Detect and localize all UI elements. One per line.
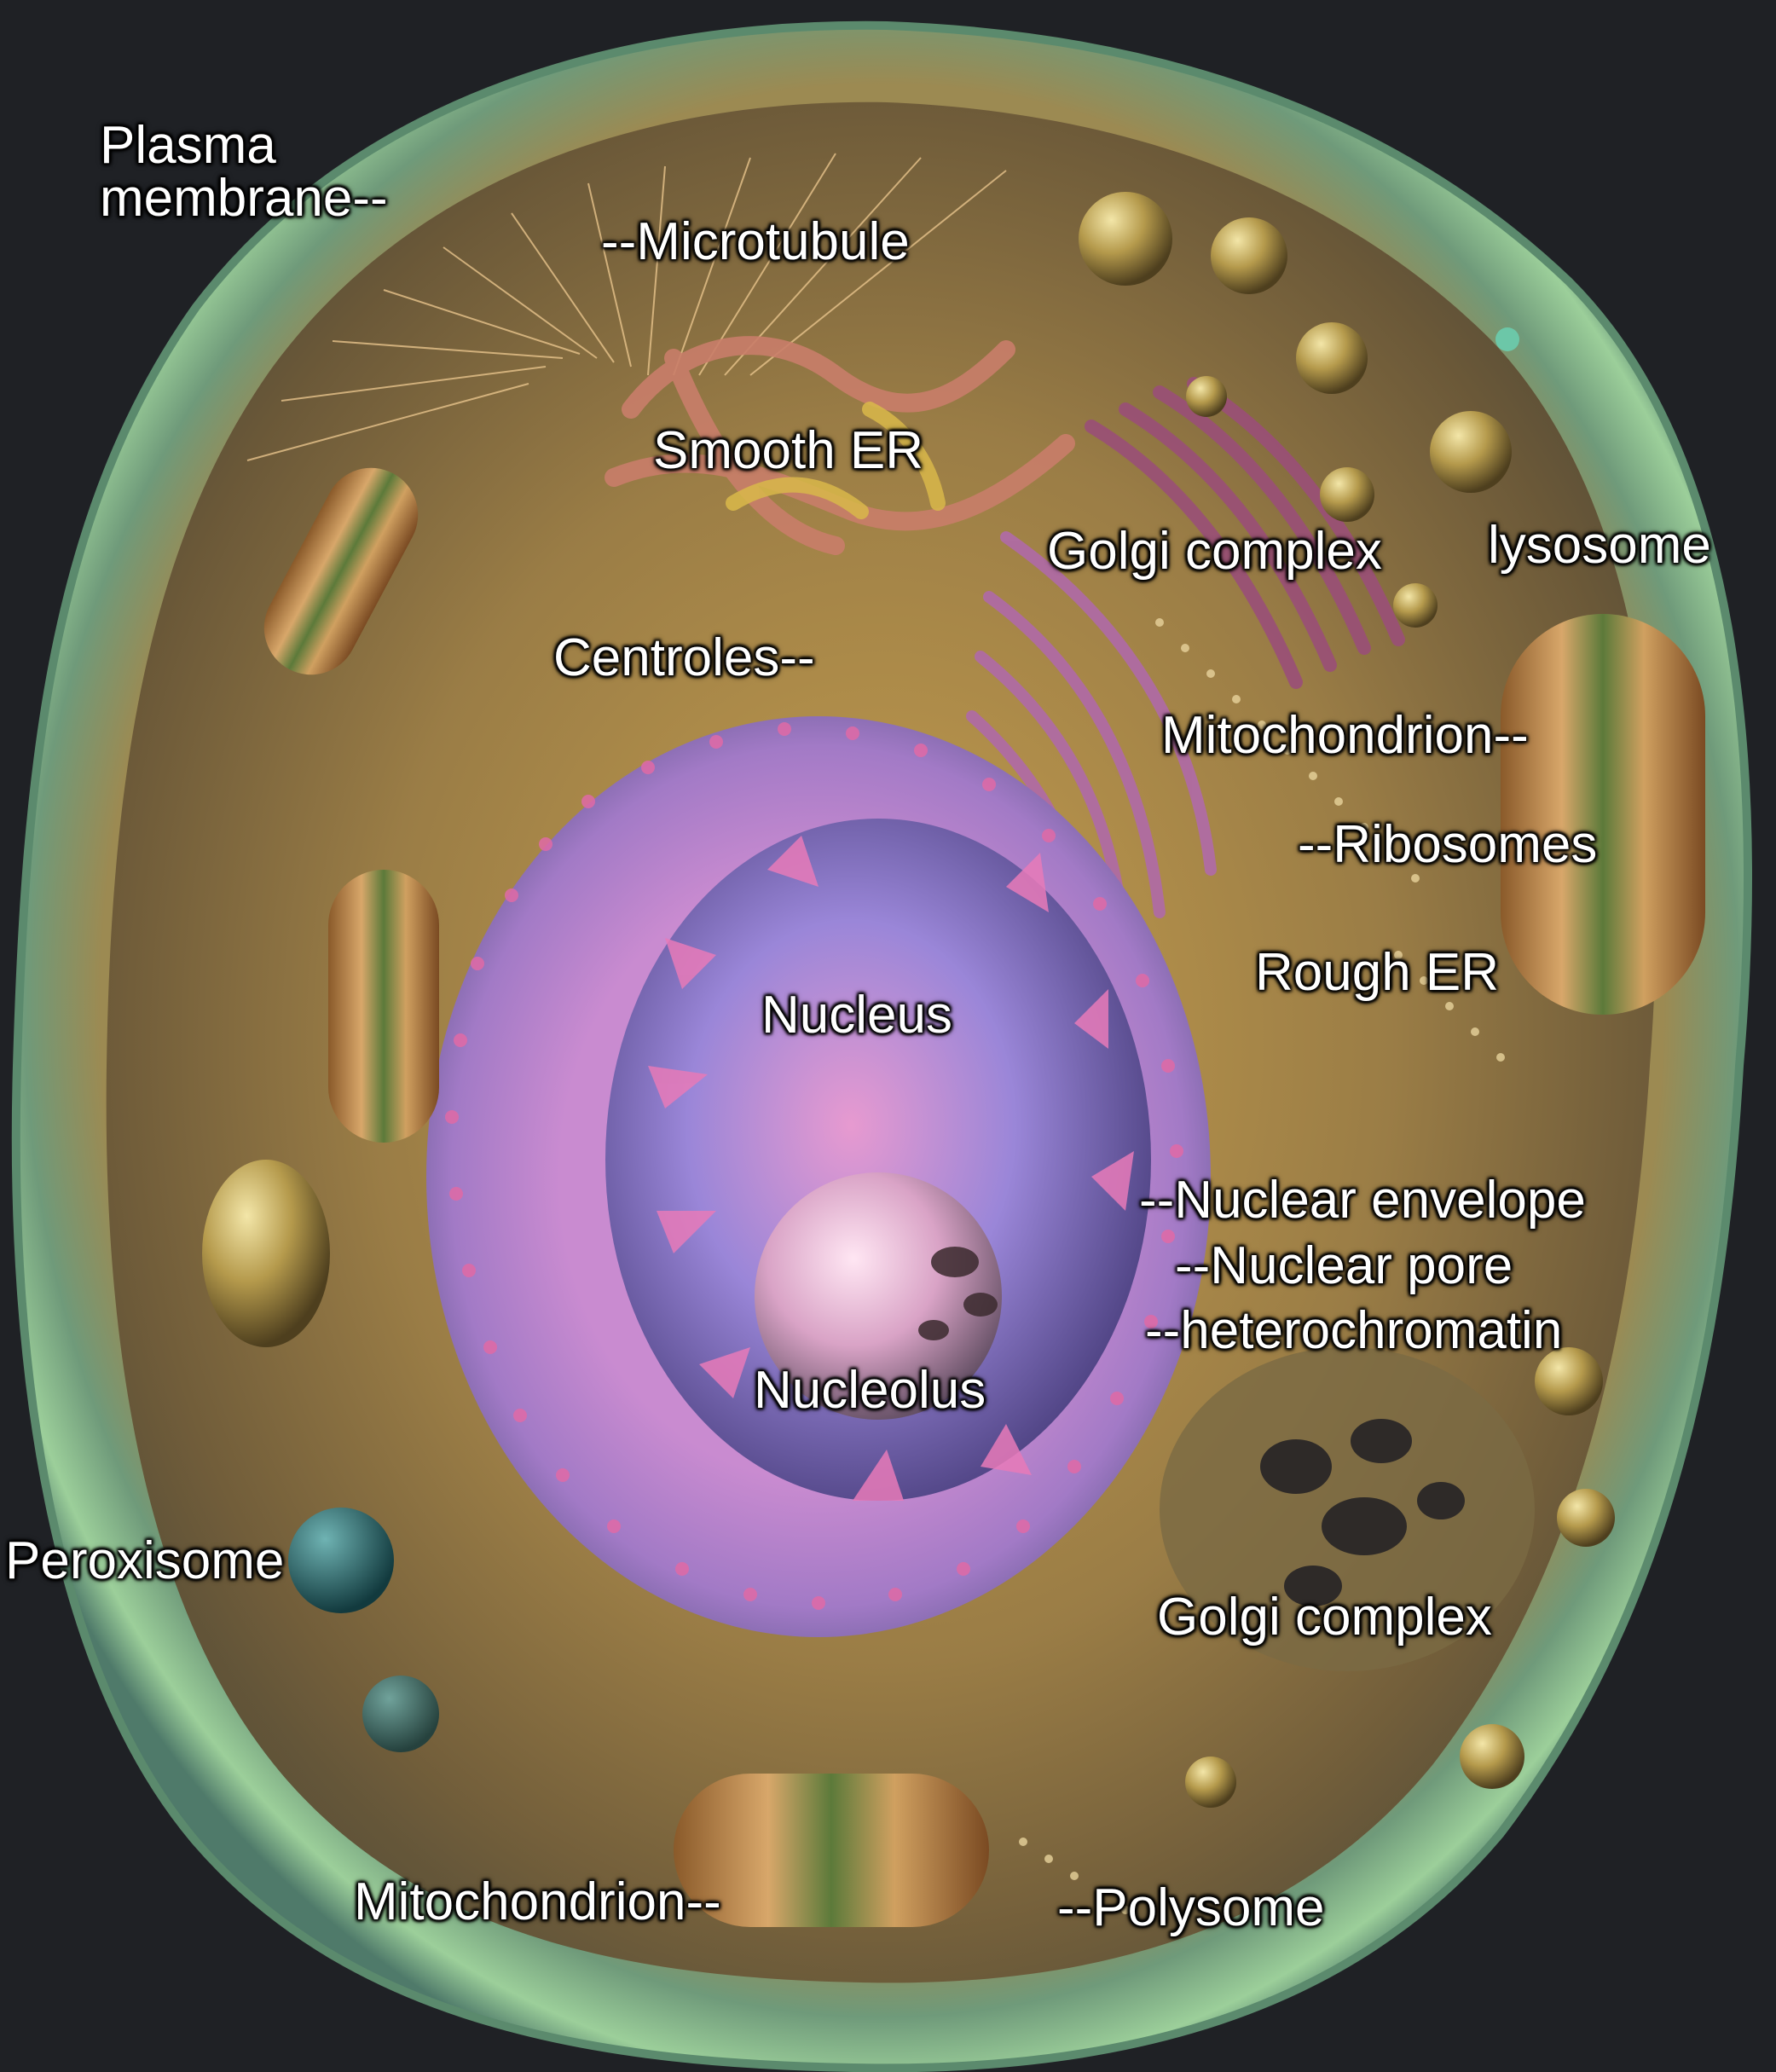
label-golgi-complex-bottom: Golgi complex — [1157, 1588, 1492, 1647]
mitochondrion-upper-left-shape — [263, 467, 419, 675]
ribosome-dots — [1019, 618, 1505, 1914]
label-polysome: --Polysome — [1057, 1878, 1325, 1937]
label-heterochromatin: --heterochromatin — [1145, 1301, 1563, 1360]
label-smooth-er: Smooth ER — [653, 421, 924, 480]
label-nucleus: Nucleus — [761, 986, 952, 1045]
nuclear-pore-dots — [445, 722, 1183, 1610]
label-rough-er: Rough ER — [1255, 943, 1500, 1002]
label-nucleolus: Nucleolus — [754, 1361, 986, 1420]
label-lysosome: lysosome — [1488, 516, 1711, 575]
label-mitochondrion-bottom: Mitochondrion-- — [354, 1872, 721, 1931]
label-nuclear-envelope: --Nuclear envelope — [1139, 1171, 1586, 1230]
vesicle-left-shape — [202, 1160, 330, 1347]
label-nuclear-pore: --Nuclear pore — [1175, 1236, 1513, 1295]
label-golgi-complex-top: Golgi complex — [1047, 522, 1382, 581]
label-plasma-membrane: Plasma membrane-- — [100, 116, 388, 228]
label-ribosomes: --Ribosomes — [1298, 815, 1598, 874]
golgi-complex-bottom-shape — [1160, 1347, 1535, 1671]
microtubule-lines — [246, 153, 1007, 461]
peroxisome-shape — [288, 1508, 394, 1613]
label-microtubule: --Microtubule — [601, 212, 910, 271]
label-mitochondrion-right: Mitochondrion-- — [1161, 706, 1529, 765]
nucleoplasm-shape — [605, 819, 1151, 1501]
nucleolus-shape — [755, 1172, 1002, 1420]
label-peroxisome: Peroxisome — [5, 1531, 285, 1590]
mitochondrion-left-shape — [328, 870, 439, 1143]
mitochondrion-bottom-shape — [674, 1774, 989, 1927]
label-centroles: Centroles-- — [553, 628, 815, 687]
mitochondrion-right-shape — [1501, 614, 1705, 1015]
lysosome-spheres — [1079, 192, 1615, 1808]
golgi-complex-top-shape — [1085, 377, 1405, 689]
